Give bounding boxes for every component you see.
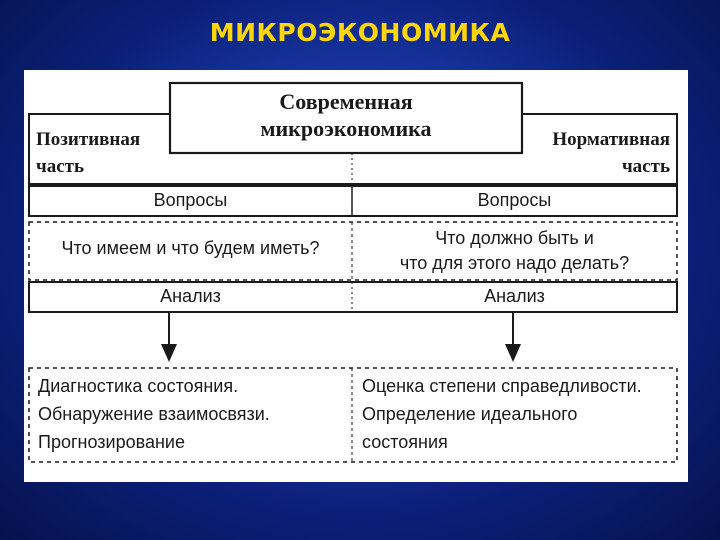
positive-label-line1: Позитивная bbox=[36, 129, 141, 150]
positive-part-label: Позитивная часть bbox=[36, 126, 140, 180]
right-outcome-line2: Определение идеального bbox=[362, 404, 578, 424]
center-title-line2: микроэкономика bbox=[260, 116, 432, 141]
left-outcome-line3: Прогнозирование bbox=[38, 432, 185, 452]
right-arrow-head bbox=[505, 344, 521, 362]
center-title-line1: Современная bbox=[279, 89, 413, 114]
right-questions-header: Вопросы bbox=[477, 190, 552, 210]
left-outcome-line2: Обнаружение взаимосвязи. bbox=[38, 404, 270, 424]
left-outcomes: Диагностика состояния. Обнаружение взаим… bbox=[38, 372, 350, 456]
right-question: Что должно быть и что для этого надо дел… bbox=[352, 226, 677, 276]
left-questions-header: Вопросы bbox=[153, 190, 228, 210]
right-question-line1: Что должно быть и bbox=[435, 228, 594, 248]
normative-part-label: Нормативная часть bbox=[526, 126, 670, 180]
analysis-box bbox=[28, 281, 678, 313]
left-question: Что имеем и что будем иметь? bbox=[61, 238, 320, 258]
questions-box bbox=[28, 221, 678, 281]
normative-label-line2: часть bbox=[621, 156, 670, 177]
questions-header-box bbox=[28, 185, 678, 217]
right-question-line2: что для этого надо делать? bbox=[399, 253, 630, 273]
center-title: Современная микроэкономика bbox=[170, 88, 522, 142]
left-outcome-line1: Диагностика состояния. bbox=[38, 376, 239, 396]
right-outcomes: Оценка степени справедливости. Определен… bbox=[362, 372, 674, 456]
normative-label-line1: Нормативная bbox=[552, 129, 670, 150]
outcome-box bbox=[28, 367, 678, 463]
right-outcome-line3: состояния bbox=[362, 432, 448, 452]
positive-label-line2: часть bbox=[36, 156, 85, 177]
right-outcome-line1: Оценка степени справедливости. bbox=[362, 376, 642, 396]
left-analysis: Анализ bbox=[160, 286, 221, 306]
right-analysis: Анализ bbox=[484, 286, 545, 306]
slide-title: МИКРОЭКОНОМИКА bbox=[209, 18, 511, 47]
left-arrow-head bbox=[161, 344, 177, 362]
center-title-box bbox=[168, 81, 524, 155]
